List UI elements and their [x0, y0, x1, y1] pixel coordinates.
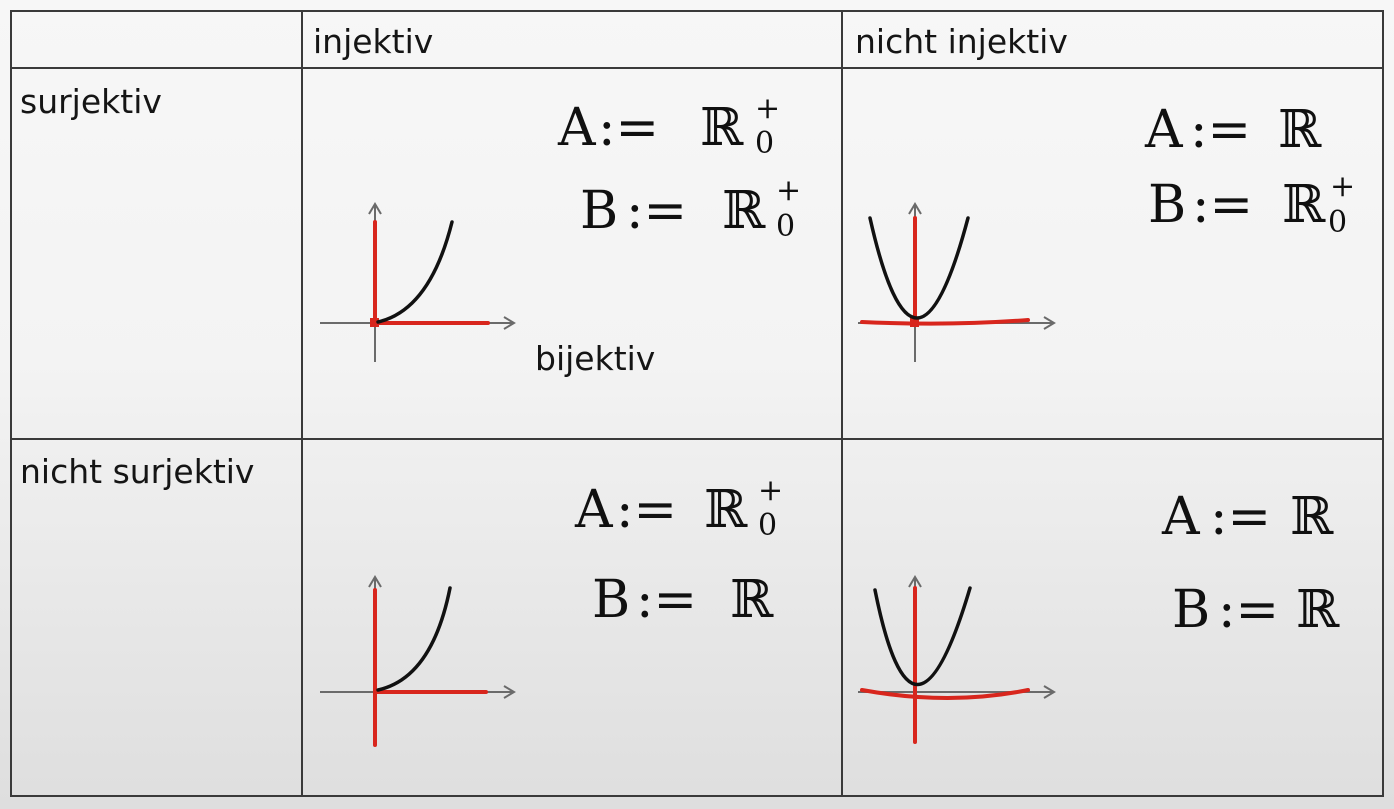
col-header-injektiv: injektiv	[313, 22, 434, 61]
set-b-symbol: B	[592, 570, 630, 630]
superscript-plus: +	[1330, 169, 1355, 204]
set-a-symbol: A	[574, 480, 614, 540]
graph-surj-inj	[320, 202, 516, 362]
assign-operator: :=	[616, 480, 677, 540]
subscript-zero: 0	[758, 508, 777, 543]
formula-surj-notinj: A := ℝ B := ℝ + 0	[1144, 100, 1355, 240]
row-header-nicht-surjektiv: nicht surjektiv	[20, 452, 255, 491]
real-numbers-symbol: ℝ	[730, 570, 774, 630]
row-header-surjektiv: surjektiv	[20, 82, 162, 121]
formula-notsurj-notinj: A := ℝ B := ℝ	[1161, 487, 1340, 640]
real-numbers-symbol: ℝ	[1278, 100, 1322, 160]
assign-operator: :=	[1210, 487, 1271, 547]
grid-left-border	[10, 10, 12, 797]
superscript-plus: +	[755, 91, 780, 126]
assign-operator: :=	[626, 181, 687, 241]
subscript-zero: 0	[1328, 205, 1347, 240]
set-a-symbol: A	[557, 98, 597, 158]
set-a-symbol: A	[1161, 487, 1201, 547]
real-numbers-symbol: ℝ	[700, 98, 744, 158]
real-numbers-symbol: ℝ	[1296, 580, 1340, 640]
assign-operator: :=	[636, 570, 697, 630]
grid-bottom-border	[10, 795, 1384, 797]
subscript-zero: 0	[755, 126, 774, 161]
real-numbers-symbol: ℝ	[704, 480, 748, 540]
graph-notsurj-inj	[320, 575, 516, 747]
grid-col-divider-2	[841, 10, 843, 797]
real-numbers-symbol: ℝ	[1290, 487, 1334, 547]
superscript-plus: +	[776, 173, 801, 208]
assign-operator: :=	[598, 98, 659, 158]
assign-operator: :=	[1192, 175, 1253, 235]
set-b-symbol: B	[1148, 175, 1186, 235]
formula-surj-inj: A := ℝ + 0 B := ℝ + 0 bijektiv	[535, 91, 801, 378]
subscript-zero: 0	[776, 209, 795, 244]
set-b-symbol: B	[580, 181, 618, 241]
set-a-symbol: A	[1144, 100, 1184, 160]
set-b-symbol: B	[1172, 580, 1210, 640]
col-header-nicht-injektiv: nicht injektiv	[855, 22, 1068, 61]
graph-surj-notinj	[858, 202, 1056, 362]
assign-operator: :=	[1190, 100, 1251, 160]
graph-notsurj-notinj	[858, 575, 1056, 744]
superscript-plus: +	[758, 473, 783, 508]
grid-right-border	[1382, 10, 1384, 797]
grid-row-divider	[10, 438, 1384, 440]
grid-header-divider	[10, 67, 1384, 69]
grid-top-border	[10, 10, 1384, 12]
bijective-note: bijektiv	[535, 339, 655, 378]
real-numbers-symbol: ℝ	[722, 181, 766, 241]
assign-operator: :=	[1218, 580, 1279, 640]
grid-col-divider-1	[301, 10, 303, 797]
formula-notsurj-inj: A := ℝ + 0 B := ℝ	[574, 473, 783, 630]
real-numbers-symbol: ℝ	[1282, 175, 1326, 235]
